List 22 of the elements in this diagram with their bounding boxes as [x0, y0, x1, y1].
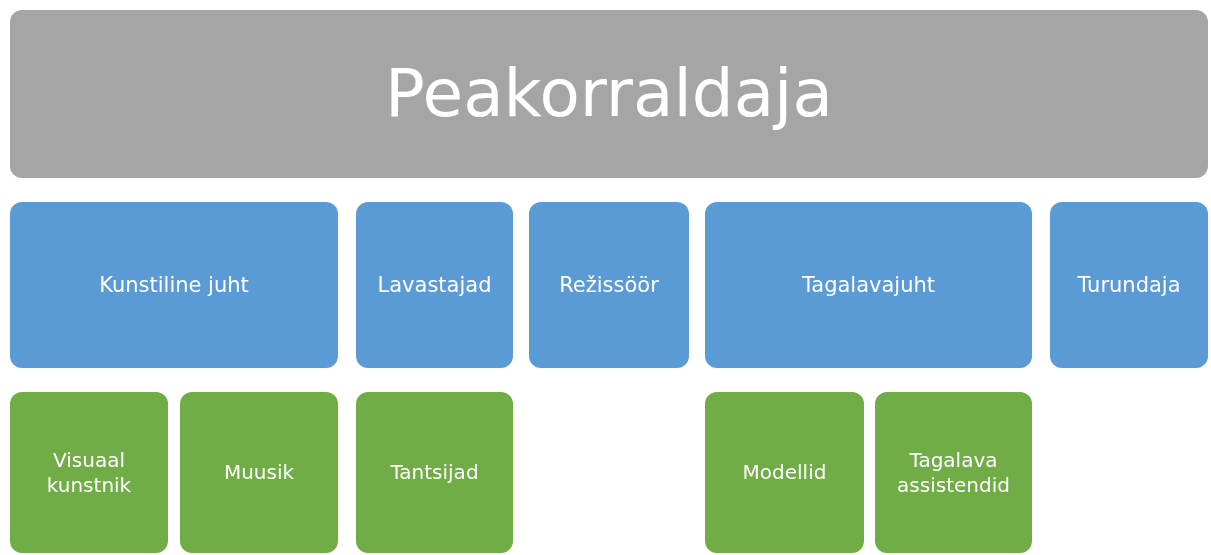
role-box: [1050, 202, 1208, 368]
node-label: Lavastajad: [377, 271, 492, 299]
team-box: [705, 392, 864, 553]
node-label: Kunstiline juht: [99, 271, 249, 299]
node-label: Turundaja: [1077, 271, 1181, 299]
node-label: Muusik: [223, 460, 295, 485]
node-label: Režissöör: [559, 271, 659, 299]
team-box: [356, 392, 513, 553]
role-box: [705, 202, 1032, 368]
node-label: Tantsijad: [390, 460, 479, 485]
team-box: [875, 392, 1032, 553]
team-box: [10, 392, 168, 553]
node-label: Modellid: [742, 460, 827, 485]
header-box: [10, 10, 1208, 178]
team-box: [180, 392, 338, 553]
node-label: Visuaal kunstnik: [45, 447, 133, 498]
node-label: Tagalavajuht: [801, 271, 936, 299]
node-label: Tagalava assistendid: [896, 447, 1011, 498]
role-box: [529, 202, 689, 368]
role-box: [356, 202, 513, 368]
role-box: [10, 202, 338, 368]
node-label: Peakorraldaja: [385, 53, 833, 134]
